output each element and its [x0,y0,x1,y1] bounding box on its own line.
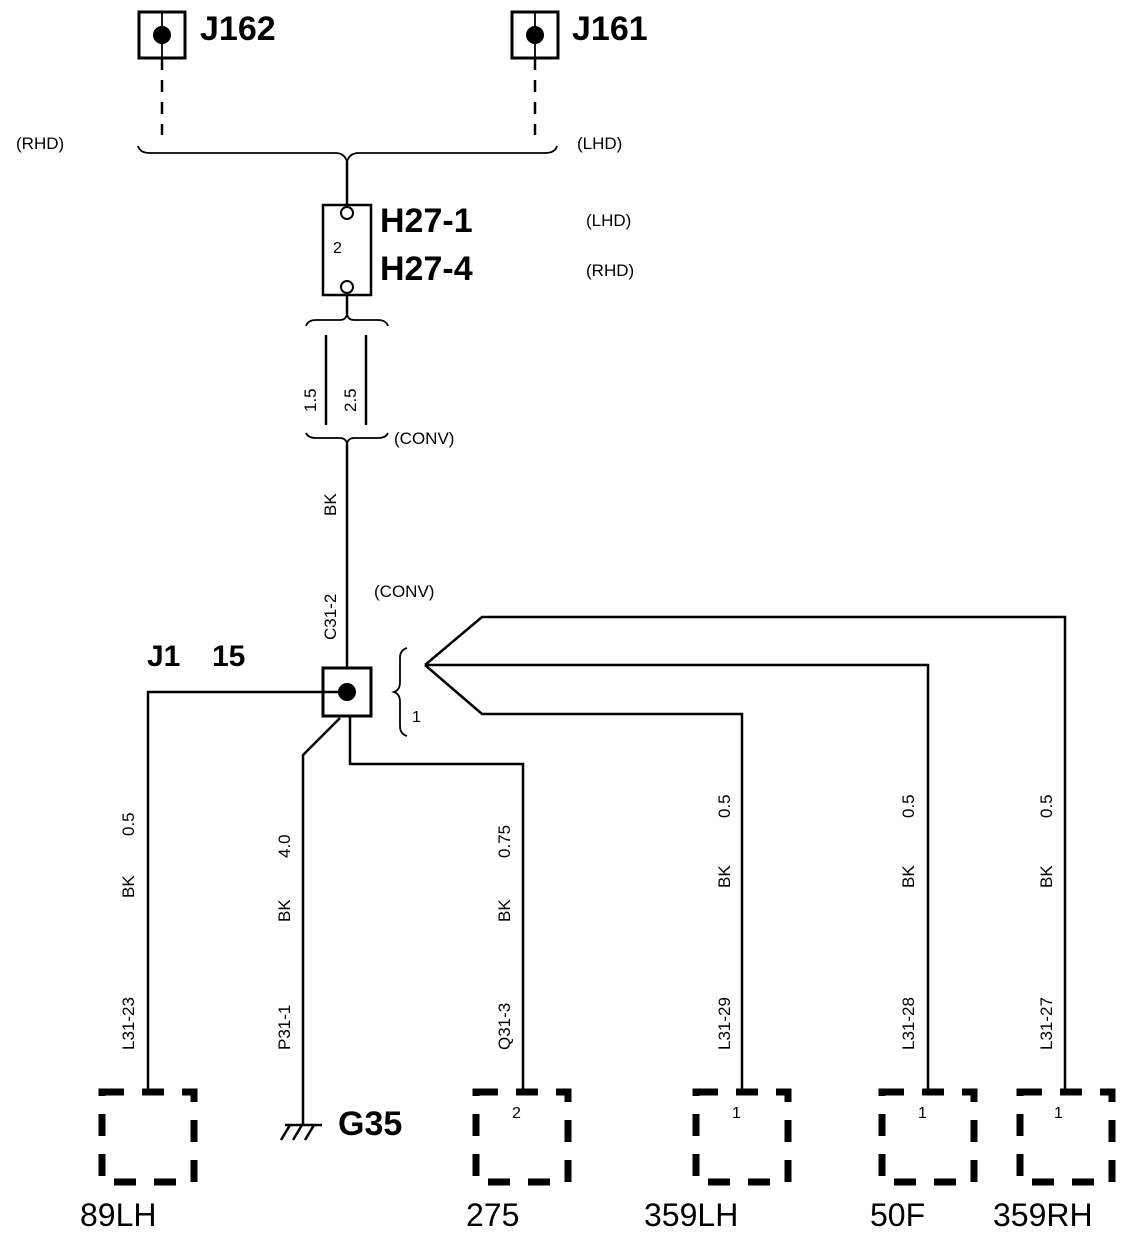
w89-pin: L31-23 [119,997,138,1050]
pin-50f: 1 [918,1105,927,1122]
w359lh-color: BK [715,865,734,888]
note-lhd-right: (LHD) [577,134,622,153]
brace-top [137,145,558,163]
w359lh-size: 0.5 [715,794,734,818]
wire-89lh [146,690,338,1092]
component-89lh[interactable] [98,1088,198,1186]
pin-275: 2 [512,1105,521,1122]
brace-conv-right [391,647,408,737]
label-j1: J1 [147,640,180,673]
note-h27-1-variant: (LHD) [586,211,631,230]
w275-size: 0.75 [495,825,514,858]
size-2-5: 2.5 [341,388,360,412]
note-conv-mid: (CONV) [394,429,454,448]
w275-pin: Q31-3 [495,1003,514,1050]
size-1-5: 1.5 [301,388,320,412]
ground-symbol-icon [279,1123,322,1141]
w89-color: BK [119,875,138,898]
g35-pin: P31-1 [275,1005,294,1050]
w359rh-size: 0.5 [1037,794,1056,818]
note-rhd-left: (RHD) [16,134,64,153]
wire-275 [348,716,525,1092]
wire-branch-mid [425,663,930,1092]
connector-j162[interactable] [137,10,187,60]
label-h27-1: H27-1 [380,202,473,240]
label-50f: 50F [870,1197,925,1233]
w275-color: BK [495,899,514,922]
w359lh-pin: L31-29 [715,997,734,1050]
note-conv-right: (CONV) [374,582,434,601]
w50f-color: BK [899,865,918,888]
splice-mark: 1 [412,709,421,726]
w359rh-color: BK [1037,865,1056,888]
connector-j161[interactable] [510,10,560,60]
w359rh-pin: L31-27 [1037,997,1056,1050]
pin-359lh: 1 [732,1105,741,1122]
label-359lh: 359LH [644,1197,738,1233]
label-359rh: 359RH [993,1197,1093,1233]
wire-branch-top [424,615,1067,1092]
w50f-pin: L31-28 [899,997,918,1050]
brace-conv-mid [305,432,389,445]
label-j161: J161 [572,10,648,48]
wire-branch-low [424,664,744,1092]
component-275[interactable] [472,1088,572,1186]
label-j162: J162 [200,10,276,48]
wire-g35 [301,717,341,1125]
label-89lh: 89LH [80,1197,157,1233]
main-color: BK [321,493,340,516]
fuse-number: 2 [333,240,342,257]
label-j1-pin: 15 [212,640,245,673]
pin-359rh: 1 [1054,1105,1063,1122]
main-pin: C31-2 [321,594,340,640]
g35-color: BK [275,899,294,922]
g35-size: 4.0 [275,834,294,858]
w89-size: 0.5 [119,812,138,836]
label-275: 275 [466,1197,519,1233]
label-h27-4: H27-4 [380,250,473,288]
component-50f[interactable] [878,1088,978,1186]
label-g35: G35 [338,1105,402,1143]
component-359lh[interactable] [692,1088,792,1186]
brace-fuse-lower [305,313,389,327]
component-359rh[interactable] [1016,1088,1116,1186]
note-h27-4-variant: (RHD) [586,261,634,280]
fuse-h27[interactable] [321,203,373,297]
w50f-size: 0.5 [899,794,918,818]
